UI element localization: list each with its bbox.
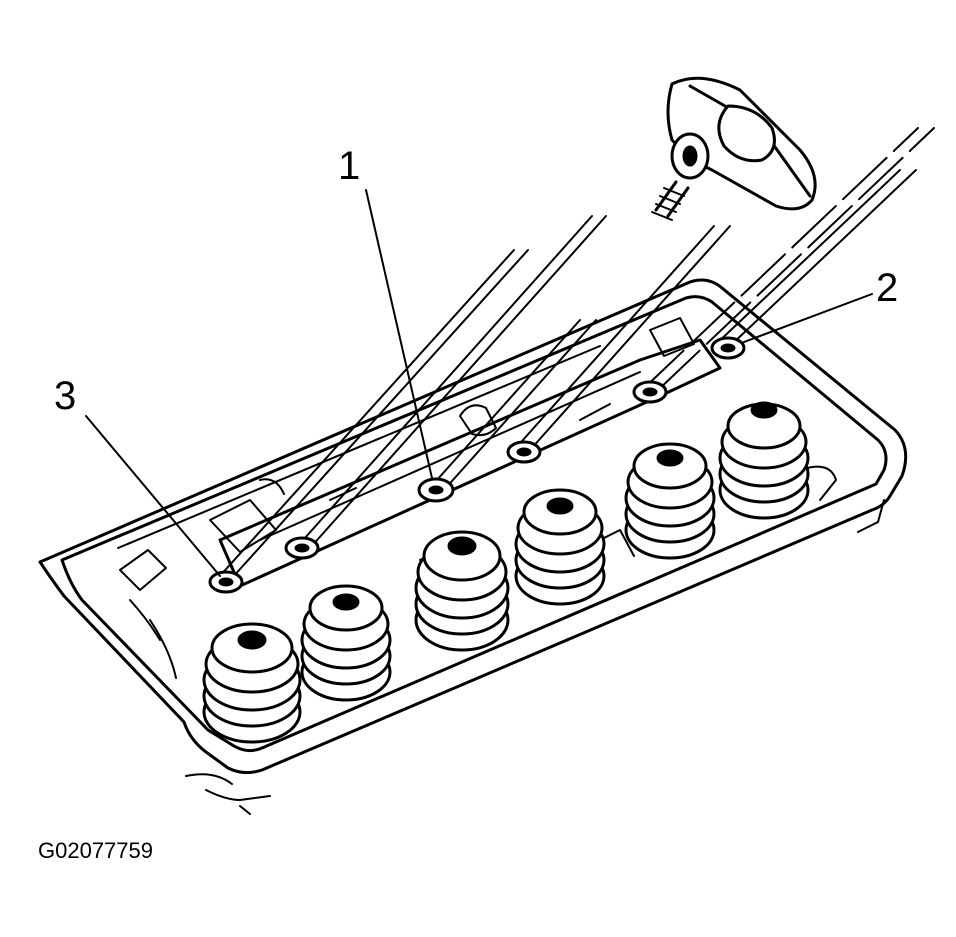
leader-line-1 xyxy=(365,189,433,479)
callout-1: 1 xyxy=(338,144,361,188)
leader-line-3 xyxy=(85,415,221,577)
valve-spring xyxy=(514,488,606,606)
valve-spring xyxy=(624,442,716,560)
rocker-arm xyxy=(651,76,817,221)
valve-spring xyxy=(414,530,510,652)
callout-leaders xyxy=(85,189,873,577)
valve-spring xyxy=(300,584,392,702)
callout-3: 3 xyxy=(54,374,77,418)
valve-spring xyxy=(202,622,302,744)
cylinder-head-rim xyxy=(38,278,908,815)
push-rod-sockets xyxy=(208,336,746,594)
valve-spring xyxy=(718,401,810,520)
figure-id: G02077759 xyxy=(38,838,153,863)
leader-line-2 xyxy=(743,293,873,343)
push-rods xyxy=(217,127,935,579)
callout-2: 2 xyxy=(876,266,899,310)
valve-springs xyxy=(202,401,810,744)
